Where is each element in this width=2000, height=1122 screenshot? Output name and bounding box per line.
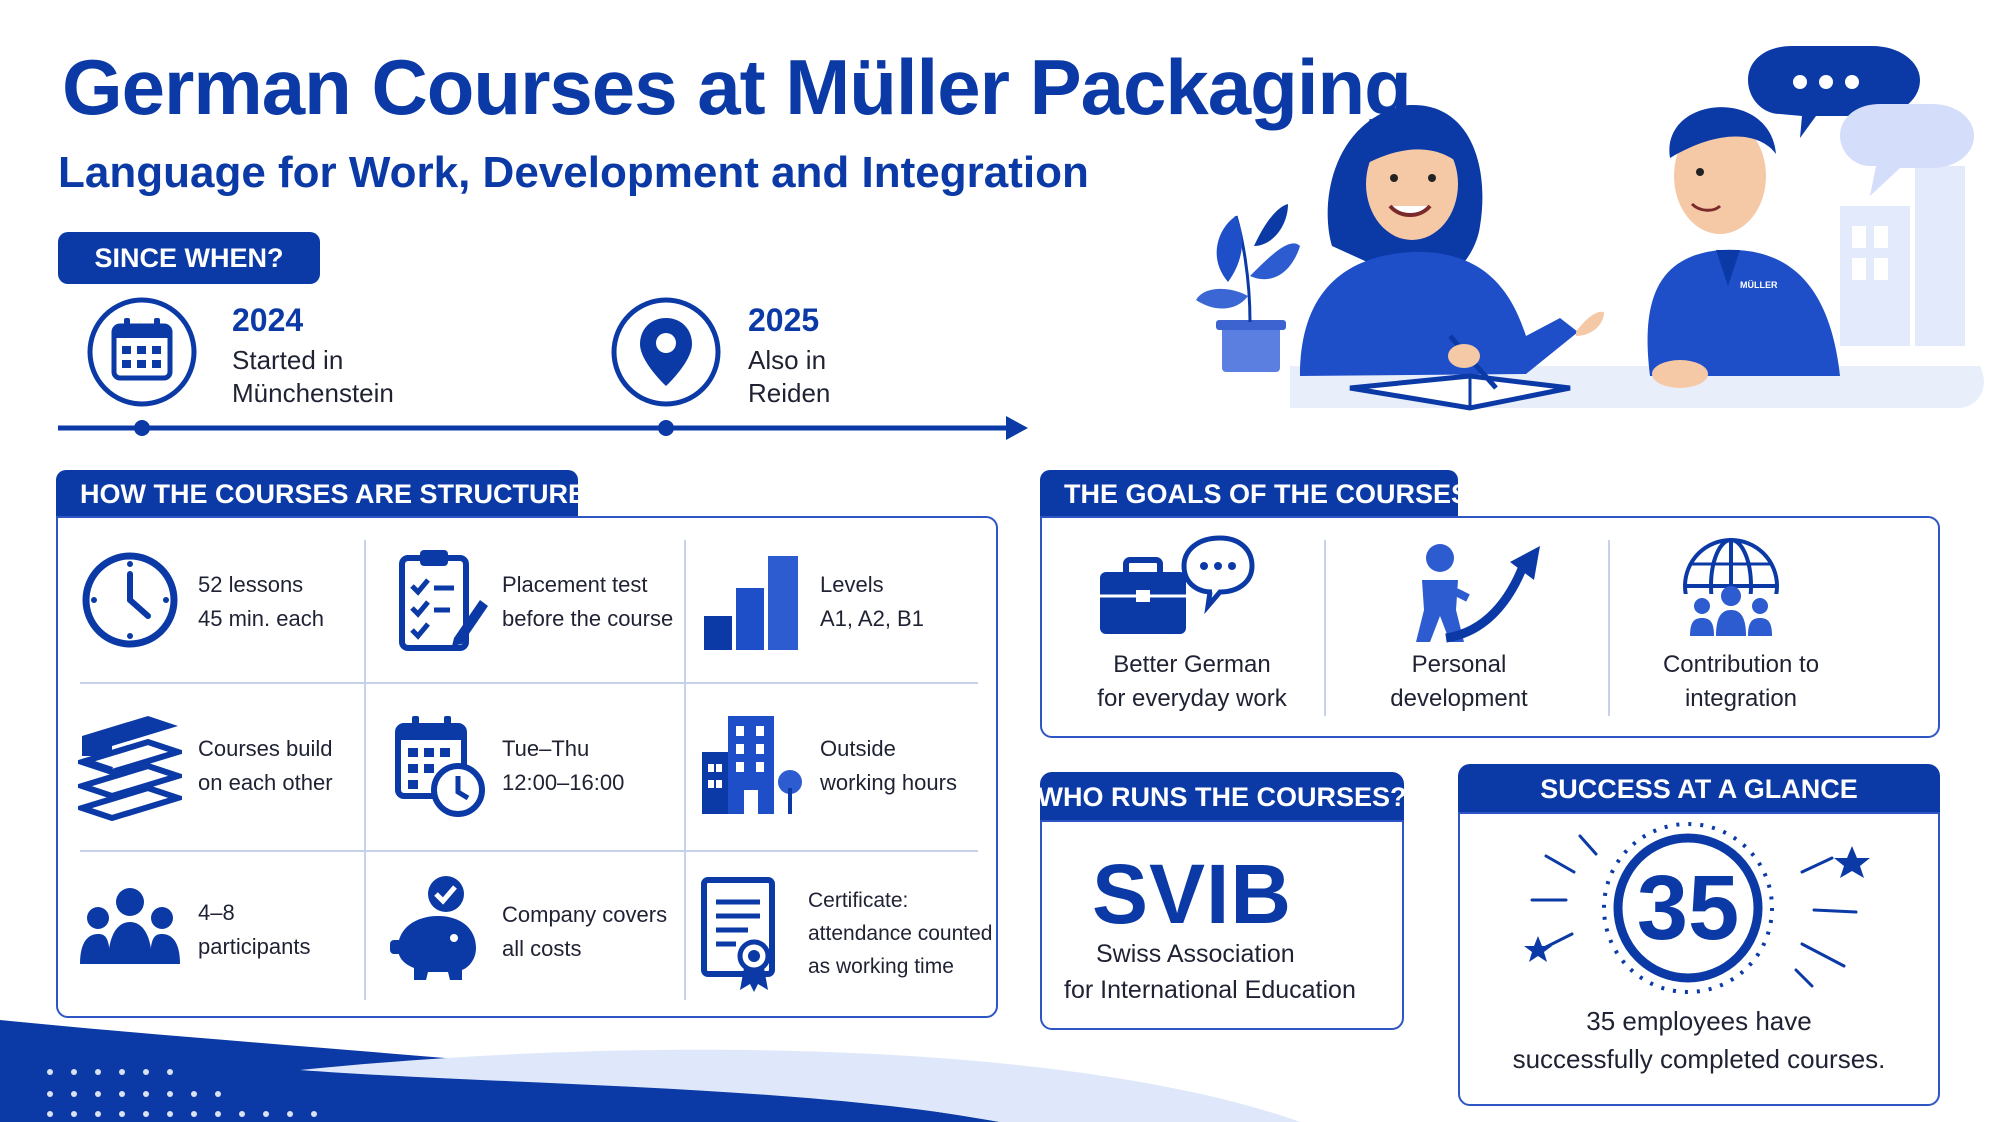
growth-person-icon — [1416, 544, 1540, 643]
goal-better-german: Better German for everyday work — [1097, 651, 1287, 712]
success-heading: SUCCESS AT A GLANCE — [1458, 764, 1940, 814]
structure-heading: HOW THE COURSES ARE STRUCTURED — [56, 470, 606, 518]
timeline-arrow — [58, 416, 1028, 440]
success-line2: successfully completed courses. — [1512, 1044, 1886, 1074]
office-building-icon — [702, 716, 802, 814]
structure-item-schedule: Tue–Thu 12:00–16:00 — [502, 736, 625, 795]
success-line1: 35 employees have — [1586, 1006, 1812, 1036]
structure-item-lessons: 52 lessons 45 min. each — [198, 572, 324, 631]
structure-item-placement: Placement test before the course — [502, 572, 674, 631]
briefcase-chat-icon — [1100, 535, 1255, 634]
page-title: German Courses at Müller Packaging — [62, 43, 1412, 131]
grid-divider — [80, 850, 978, 852]
structure-item-costs: Company covers all costs — [502, 902, 668, 961]
goals-heading: THE GOALS OF THE COURSES — [1040, 470, 1469, 518]
structure-item-hours: Outside working hours — [820, 736, 957, 795]
background-wave — [0, 1020, 1300, 1122]
page-subtitle: Language for Work, Development and Integ… — [58, 148, 1089, 197]
goal-divider — [1324, 540, 1326, 716]
milestone-year: 2024 — [232, 302, 304, 338]
grid-divider — [684, 540, 686, 1000]
goal-personal-development: Personal development — [1390, 651, 1528, 712]
piggy-bank-icon — [390, 876, 476, 980]
svib-name-line2: for International Education — [1064, 976, 1356, 1004]
clock-icon — [82, 552, 178, 648]
conversation-illustration: MÜLLER — [1196, 46, 1984, 411]
milestone-text: Started in Münchenstein — [232, 345, 394, 408]
success-badge — [1524, 822, 1870, 994]
location-pin-icon — [611, 297, 721, 407]
certificate-icon — [701, 877, 775, 992]
goal-integration: Contribution to integration — [1662, 651, 1820, 712]
calendar-icon — [87, 297, 197, 407]
svib-name-line1: Swiss Association — [1096, 940, 1295, 968]
globe-people-icon — [1682, 538, 1780, 640]
structure-item-levels: Levels A1, A2, B1 — [820, 572, 924, 631]
book-stack-icon — [78, 716, 182, 822]
milestone-text: Also in Reiden — [748, 345, 831, 408]
since-heading: SINCE WHEN? — [58, 232, 320, 284]
success-number: 35 — [1636, 857, 1740, 959]
structure-item-build: Courses build on each other — [198, 736, 333, 795]
structure-item-certificate: Certificate: attendance counted as worki… — [808, 889, 993, 978]
group-icon — [80, 888, 180, 964]
goal-divider — [1608, 540, 1610, 716]
structure-item-participants: 4–8 participants — [198, 900, 311, 959]
svib-acronym: SVIB — [1092, 847, 1293, 941]
runs-heading: WHO RUNS THE COURSES? — [1038, 772, 1407, 822]
calendar-clock-icon — [395, 716, 485, 817]
bar-levels-icon — [704, 556, 798, 650]
grid-divider — [80, 682, 978, 684]
runs-panel — [1040, 820, 1404, 1030]
grid-divider — [364, 540, 366, 1000]
clipboard-checklist-icon — [399, 550, 488, 651]
shirt-logo: MÜLLER — [1740, 280, 1778, 290]
structure-panel — [56, 516, 998, 1018]
milestone-year: 2025 — [748, 302, 820, 338]
